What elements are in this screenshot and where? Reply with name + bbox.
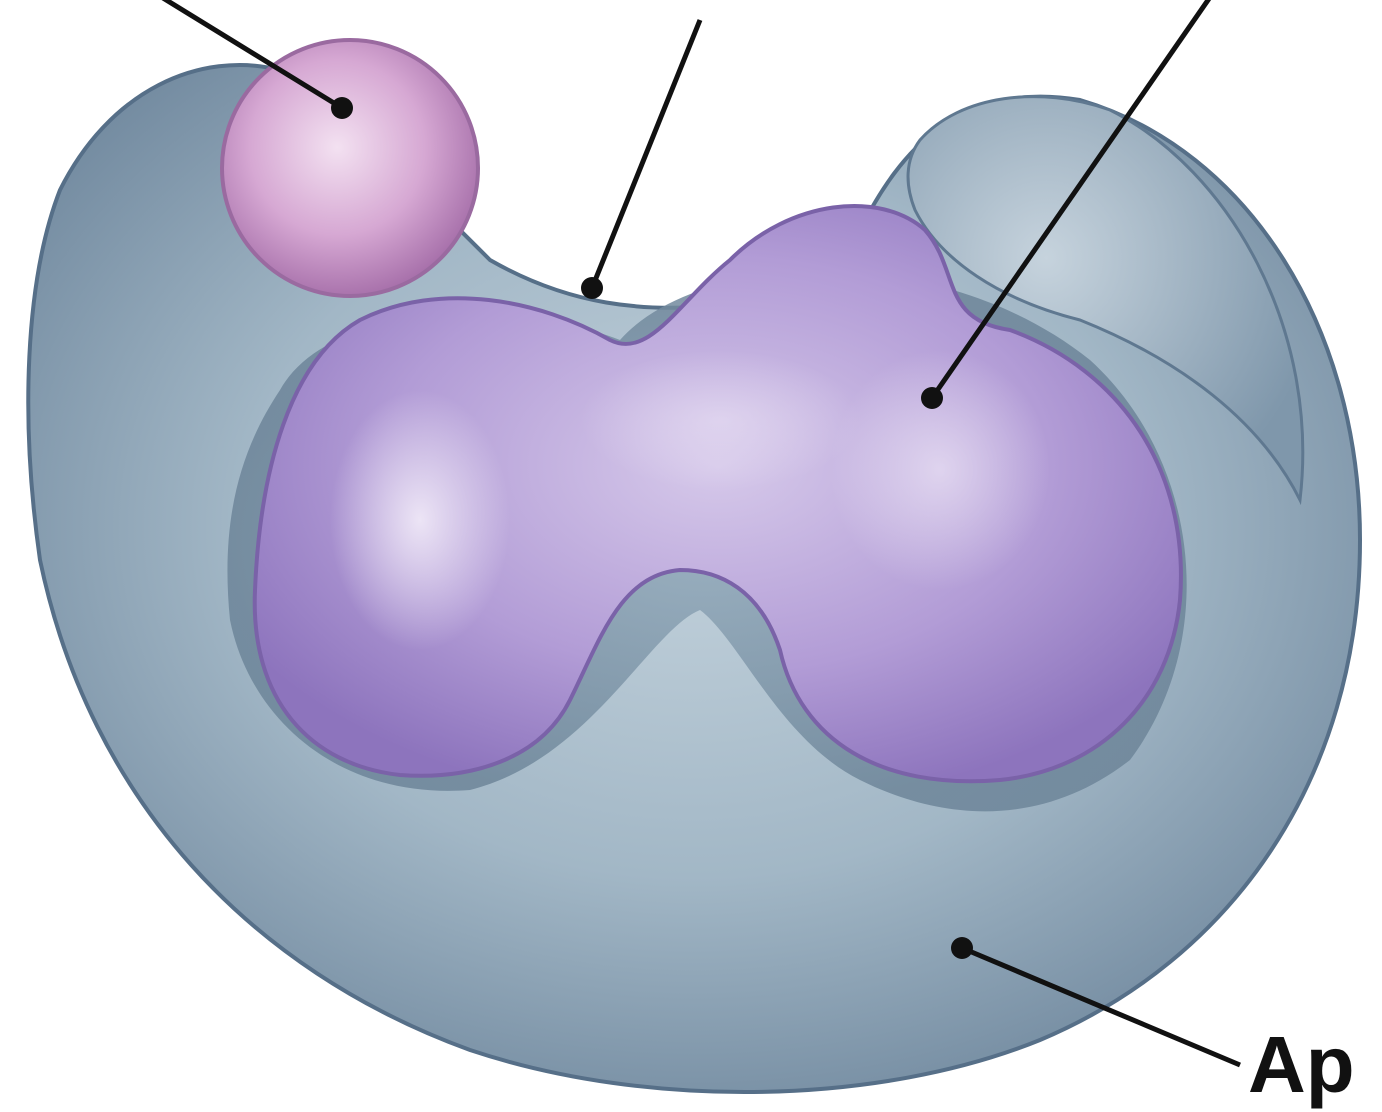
apoenzyme-dot: [951, 937, 973, 959]
active-site-leader-line: [592, 20, 700, 288]
cofactor: [222, 40, 478, 296]
cofactor-sphere: [222, 40, 478, 296]
apoenzyme-label: Ap: [1248, 1020, 1355, 1109]
substrate-dot: [921, 387, 943, 409]
substrate-highlight-bridge: [580, 350, 860, 490]
substrate-highlight-left: [330, 390, 510, 650]
cofactor-dot: [331, 97, 353, 119]
active-site-dot: [581, 277, 603, 299]
